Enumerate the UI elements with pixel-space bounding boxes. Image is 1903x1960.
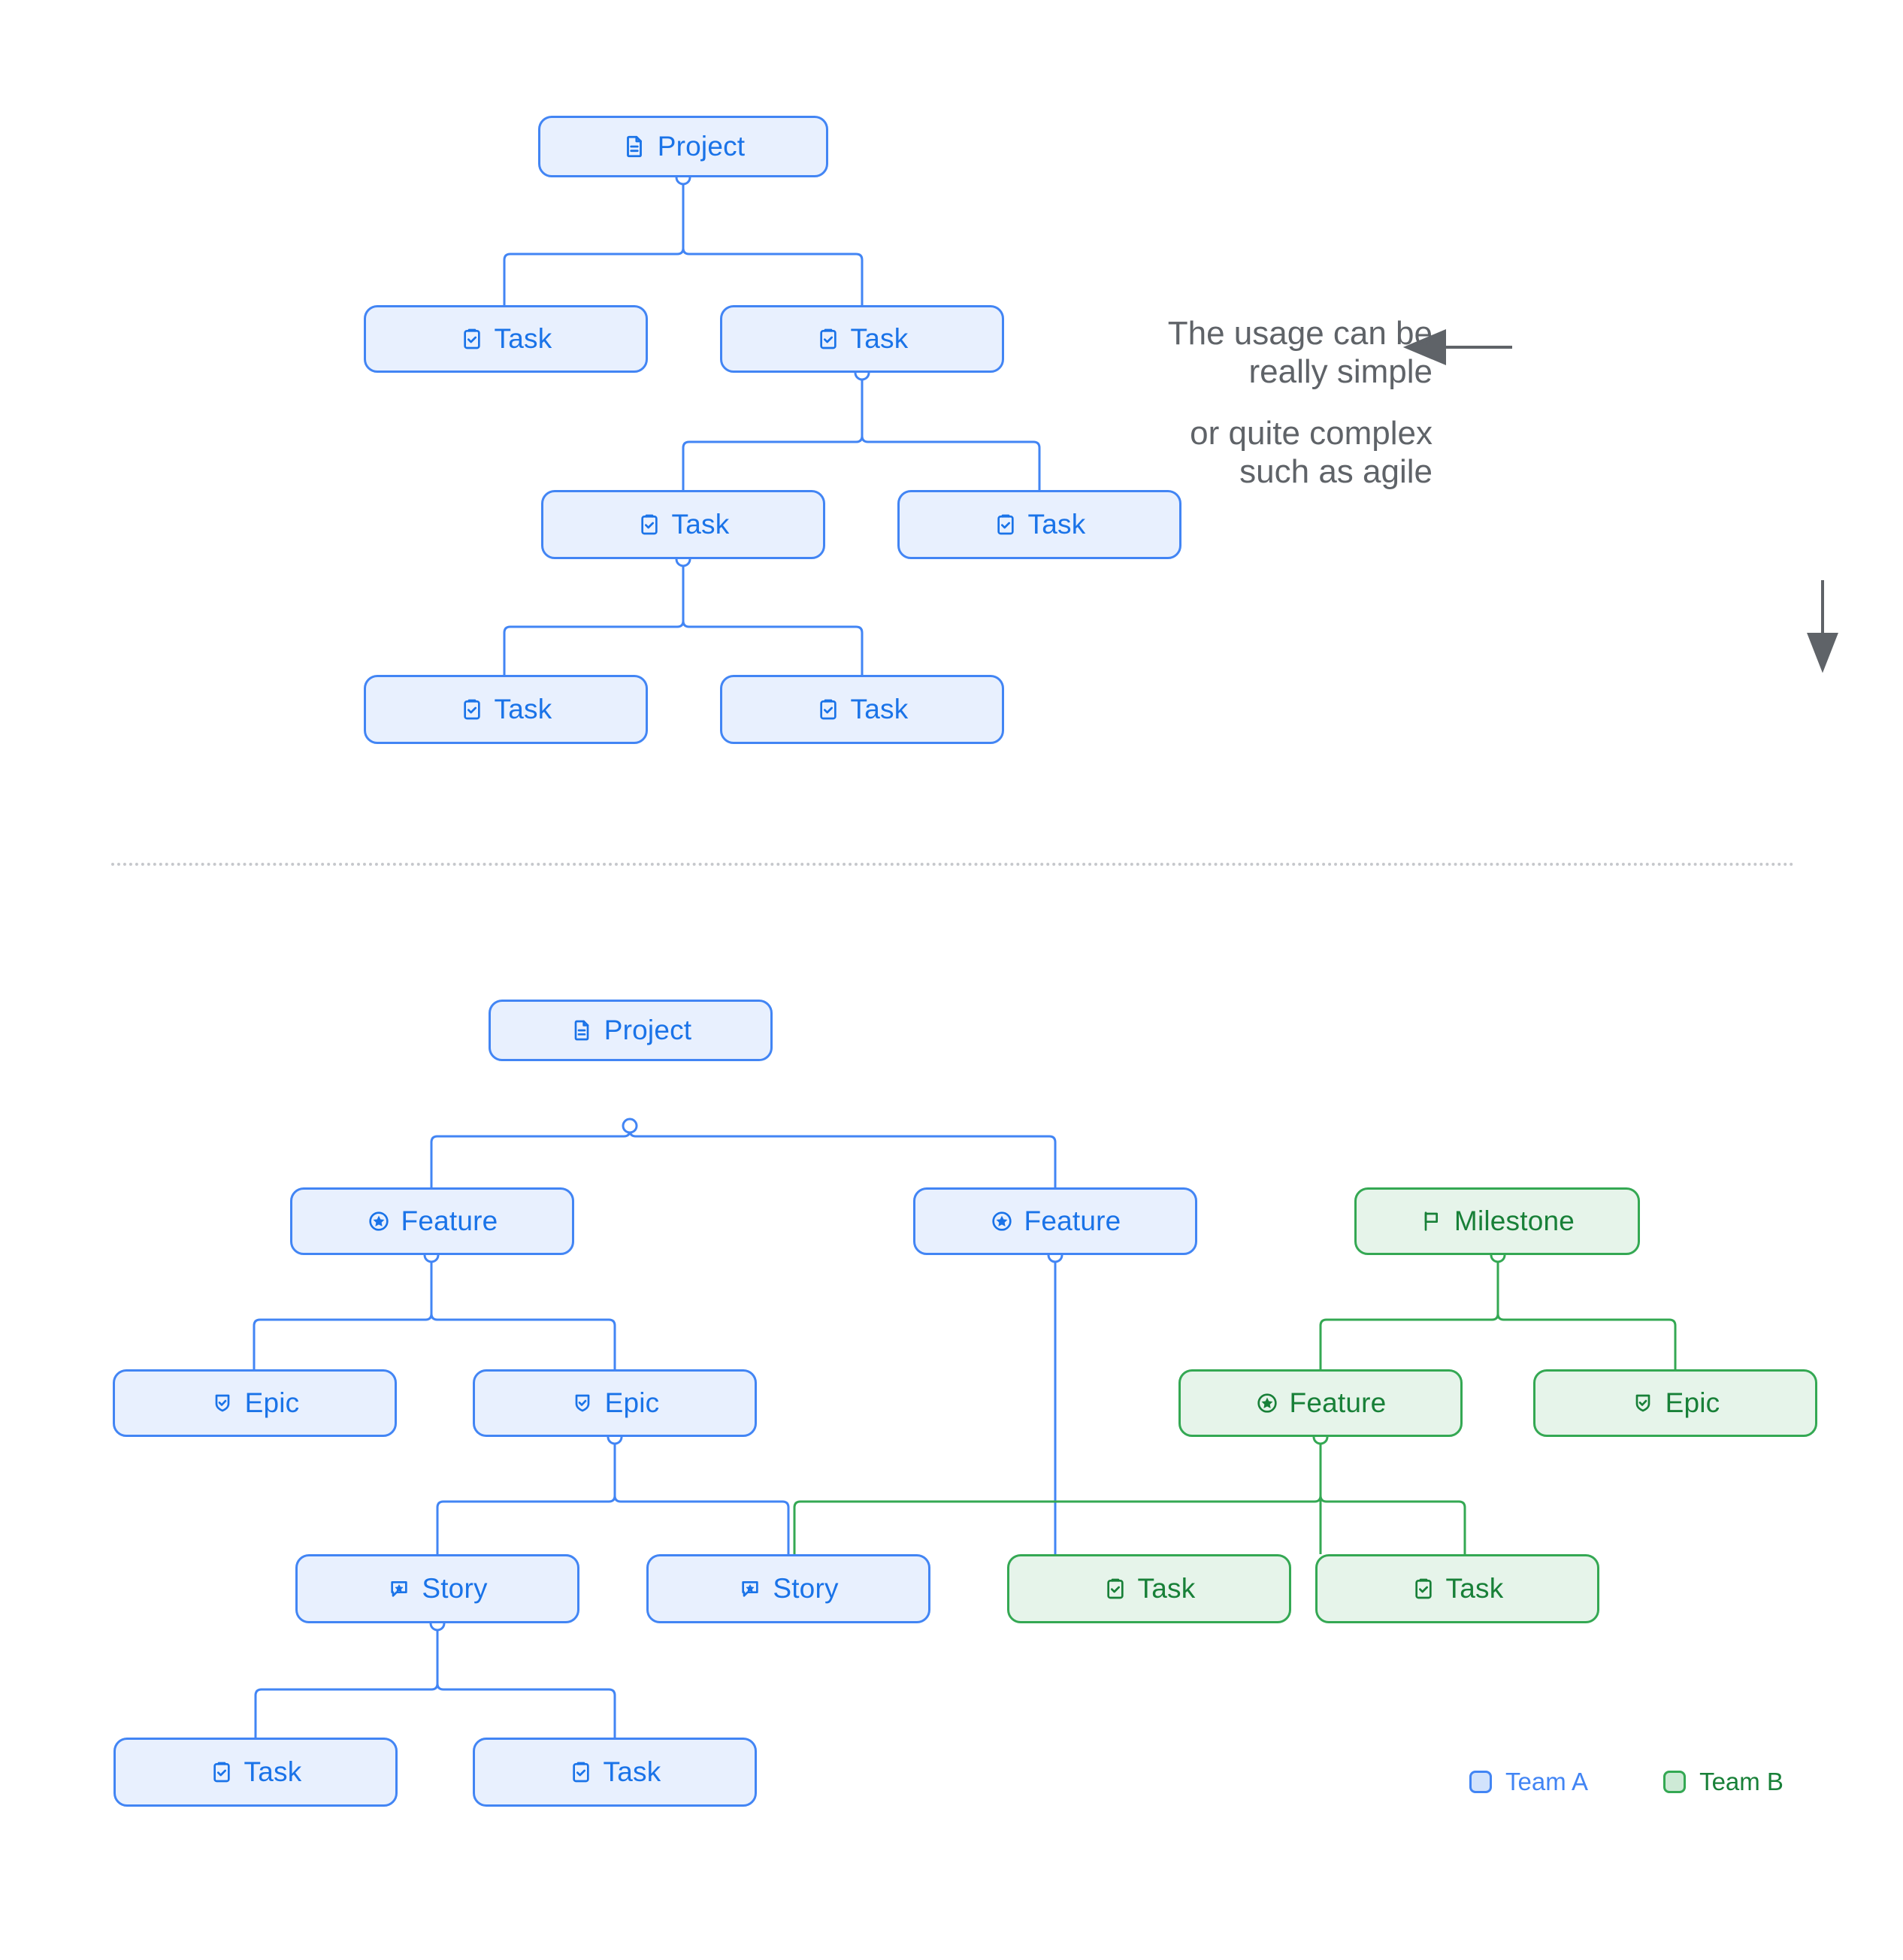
node-epic[interactable]: Epic <box>473 1369 757 1437</box>
node-label: Task <box>850 323 909 354</box>
node-project[interactable]: Project <box>489 1000 773 1061</box>
legend-swatch-icon <box>1469 1771 1492 1793</box>
node-label: Epic <box>244 1387 300 1418</box>
node-story[interactable]: Story <box>646 1554 930 1623</box>
node-label: Epic <box>604 1387 660 1418</box>
node-task[interactable]: Task <box>113 1738 398 1807</box>
node-label: Task <box>494 694 552 724</box>
node-task[interactable]: Task <box>473 1738 757 1807</box>
node-label: Feature <box>1024 1205 1121 1236</box>
node-feature[interactable]: Feature <box>913 1187 1197 1255</box>
section-divider <box>111 863 1795 866</box>
node-feature[interactable]: Feature <box>1178 1369 1463 1437</box>
node-label: Feature <box>1289 1387 1387 1418</box>
node-label: Story <box>773 1573 839 1604</box>
node-story[interactable]: Story <box>295 1554 579 1623</box>
clipboard-check-icon <box>569 1760 593 1784</box>
legend-label: Team B <box>1699 1768 1783 1795</box>
legend-item-team-b[interactable]: Team B <box>1663 1768 1783 1796</box>
node-label: Task <box>244 1756 302 1787</box>
node-task[interactable]: Task <box>897 490 1181 559</box>
node-label: Epic <box>1665 1387 1720 1418</box>
comment-star-icon <box>387 1577 411 1601</box>
clipboard-check-icon <box>816 697 840 721</box>
clipboard-check-icon <box>994 513 1018 537</box>
node-label: Task <box>1137 1573 1196 1604</box>
clipboard-check-icon <box>637 513 661 537</box>
star-circle-icon <box>1255 1391 1279 1415</box>
star-circle-icon <box>367 1209 391 1233</box>
node-label: Project <box>604 1015 692 1045</box>
node-label: Milestone <box>1454 1205 1575 1236</box>
shield-check-icon <box>570 1391 594 1415</box>
legend-swatch-icon <box>1663 1771 1687 1793</box>
annotation-line-2: really simple <box>1248 353 1433 391</box>
legend-item-team-a[interactable]: Team A <box>1469 1768 1588 1796</box>
node-epic[interactable]: Epic <box>1533 1369 1817 1437</box>
shield-check-icon <box>1631 1391 1655 1415</box>
star-circle-icon <box>990 1209 1014 1233</box>
clipboard-check-icon <box>816 327 840 351</box>
clipboard-check-icon <box>460 327 484 351</box>
node-label: Task <box>850 694 909 724</box>
node-label: Task <box>671 509 730 540</box>
node-label: Task <box>1027 509 1086 540</box>
clipboard-check-icon <box>460 697 484 721</box>
node-epic[interactable]: Epic <box>113 1369 397 1437</box>
clipboard-check-icon <box>210 1760 234 1784</box>
node-label: Task <box>494 323 552 354</box>
document-icon <box>622 134 647 159</box>
node-task[interactable]: Task <box>1007 1554 1291 1623</box>
annotation-paragraph-1: The usage can be really simple or quite … <box>1102 314 1433 492</box>
legend-label: Team A <box>1505 1768 1589 1795</box>
annotation-line-4: such as agile <box>1239 453 1433 491</box>
node-task[interactable]: Task <box>720 675 1004 744</box>
clipboard-check-icon <box>1411 1577 1436 1601</box>
node-label: Task <box>1445 1573 1504 1604</box>
node-task[interactable]: Task <box>364 305 648 373</box>
node-label: Task <box>603 1756 661 1787</box>
annotation-line-1: The usage can be <box>1167 315 1433 352</box>
node-project[interactable]: Project <box>538 116 828 177</box>
node-label: Story <box>422 1573 488 1604</box>
shield-check-icon <box>210 1391 234 1415</box>
node-task[interactable]: Task <box>1315 1554 1599 1623</box>
annotation-line-3: or quite complex <box>1190 414 1433 452</box>
node-label: Project <box>657 131 746 162</box>
flag-icon <box>1420 1209 1444 1233</box>
node-label: Feature <box>401 1205 498 1236</box>
node-task[interactable]: Task <box>364 675 648 744</box>
node-milestone[interactable]: Milestone <box>1354 1187 1640 1255</box>
document-icon <box>570 1018 594 1042</box>
node-task[interactable]: Task <box>541 490 825 559</box>
clipboard-check-icon <box>1103 1577 1127 1601</box>
node-feature[interactable]: Feature <box>290 1187 574 1255</box>
legend: Team A Team B <box>1469 1768 1783 1796</box>
comment-star-icon <box>738 1577 762 1601</box>
node-task[interactable]: Task <box>720 305 1004 373</box>
